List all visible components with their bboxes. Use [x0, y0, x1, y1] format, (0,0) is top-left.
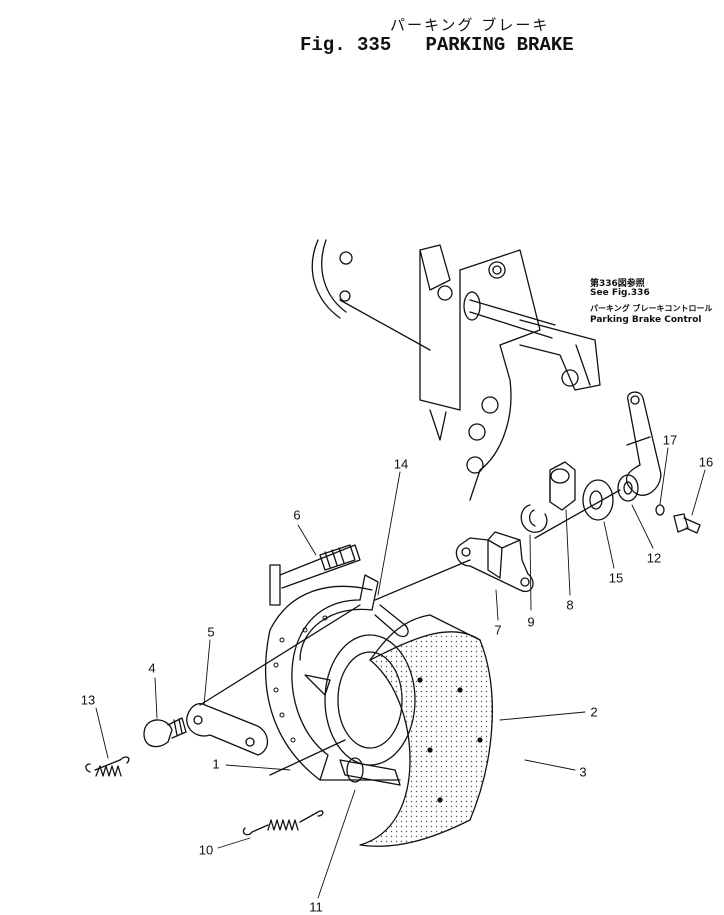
callout-16: 16 — [698, 454, 714, 470]
callout-8: 8 — [566, 597, 574, 613]
mounting-bracket-assembly — [311, 239, 601, 501]
ref-note-line2: See Fig.336 — [590, 288, 650, 298]
link-plate-part-5 — [186, 604, 361, 756]
lock-washer-part-17 — [655, 504, 665, 516]
lever-part-14 — [359, 574, 409, 638]
bolt-part-16 — [673, 513, 701, 534]
bracket-part-7 — [374, 531, 534, 601]
callout-6: 6 — [293, 507, 301, 523]
callout-12: 12 — [646, 550, 662, 566]
callout-5: 5 — [207, 624, 215, 640]
figure-name: PARKING BRAKE — [425, 34, 574, 56]
figure-number: Fig. 335 — [300, 34, 392, 56]
pin-part-6 — [269, 544, 361, 606]
callout-13: 13 — [80, 692, 96, 708]
brake-lining-part-2 — [359, 614, 493, 847]
callout-7: 7 — [494, 622, 502, 638]
snap-ring-part-9 — [520, 504, 548, 533]
spring-part-13 — [85, 756, 130, 777]
callout-4: 4 — [148, 660, 156, 676]
lever-part-12 — [617, 391, 662, 502]
ref-note-line1: 第336図参照 — [590, 279, 645, 289]
ref-note-line3: パーキング ブレーキコントロール — [590, 304, 713, 313]
callout-10: 10 — [198, 842, 214, 858]
callout-11: 11 — [309, 899, 323, 915]
title-japanese: パーキング ブレーキ — [390, 16, 550, 34]
callout-14: 14 — [393, 456, 409, 472]
callout-17: 17 — [662, 432, 678, 448]
adjuster-part-4 — [143, 717, 187, 748]
callout-2: 2 — [590, 704, 598, 720]
callout-15: 15 — [608, 570, 624, 586]
figure-title: Fig. 335 PARKING BRAKE — [300, 34, 574, 56]
ref-note-line4: Parking Brake Control — [590, 315, 702, 325]
callout-9: 9 — [527, 614, 535, 630]
anchor-pin-part-11 — [339, 757, 401, 786]
callout-1: 1 — [212, 756, 220, 772]
washer-part-15 — [534, 479, 621, 539]
callout-3: 3 — [579, 764, 587, 780]
nut-part-8 — [549, 461, 576, 511]
leader-lines — [95, 447, 706, 899]
